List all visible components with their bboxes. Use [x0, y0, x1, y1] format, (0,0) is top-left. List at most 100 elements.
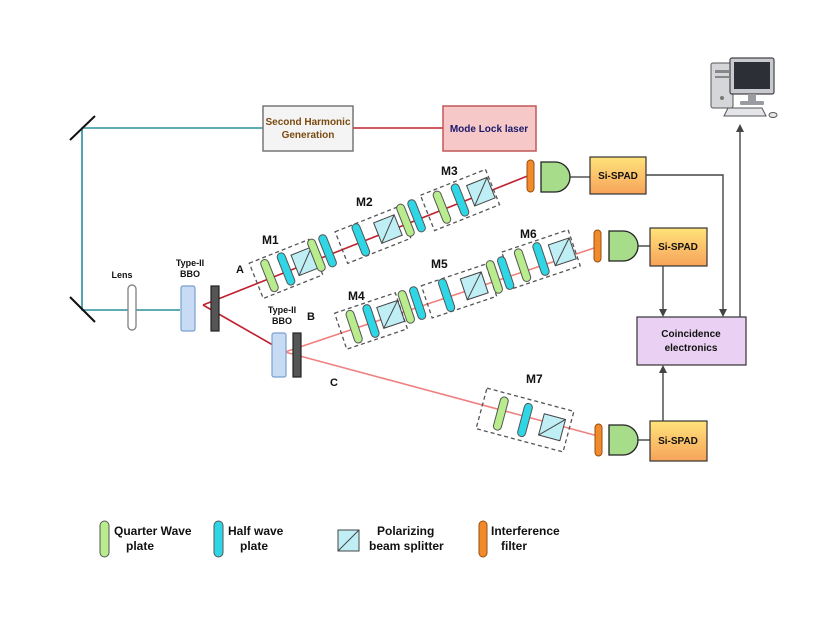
spad-label-1: Si-SPAD	[598, 171, 638, 182]
legend-hwp-icon	[213, 520, 224, 558]
interference-filter	[593, 229, 602, 263]
half-wave-plate	[409, 286, 427, 320]
waveplate-pair	[485, 256, 515, 294]
legend-hwp-line2: plate	[240, 539, 269, 553]
waveplate-pair	[397, 286, 427, 324]
polarizing-beam-splitter	[373, 214, 403, 244]
bbo2-label-line2: BBO	[272, 316, 292, 326]
legend-filter-line2: filter	[501, 539, 528, 553]
waveplate-pair	[307, 234, 337, 272]
laser-box	[442, 105, 537, 152]
bbo2-label-line1: Type-II	[268, 305, 296, 315]
detector-icon	[608, 230, 639, 262]
half-wave-plate	[517, 402, 533, 438]
waveplate-pair	[396, 199, 426, 237]
module-label-m2: M2	[356, 195, 373, 209]
polarizing-beam-splitter	[465, 176, 496, 207]
module-label-m6: M6	[520, 227, 537, 241]
shg-box	[262, 105, 354, 152]
legend-qwp-line2: plate	[126, 539, 155, 553]
polarizing-beam-splitter	[537, 413, 567, 442]
polarizing-beam-splitter	[459, 271, 489, 301]
optics-module-m6	[500, 229, 582, 289]
quarter-wave-plate	[396, 203, 415, 237]
module-label-m7: M7	[526, 372, 543, 386]
half-wave-plate	[276, 252, 296, 286]
module-frame	[419, 168, 501, 232]
mirror-icon	[69, 296, 96, 323]
detector-icon	[608, 424, 639, 456]
lens-label: Lens	[111, 270, 132, 280]
polarizing-beam-splitter	[376, 299, 406, 329]
legend-hwp-line1: Half wave	[228, 524, 284, 538]
coincidence-box	[636, 316, 747, 366]
legend-pbs-line1: Polarizing	[377, 524, 435, 538]
half-wave-plate	[532, 242, 550, 276]
interference-filter	[594, 423, 603, 457]
optics-module-m2	[334, 205, 412, 265]
spad-label-2: Si-SPAD	[658, 242, 698, 253]
legend-qwp: Quarter Wave plate	[114, 524, 192, 554]
module-label-m4: M4	[348, 289, 365, 303]
optics-module-m3	[419, 168, 501, 232]
polarizing-beam-splitter	[547, 237, 577, 267]
quarter-wave-plate	[492, 396, 509, 431]
half-wave-plate	[497, 256, 515, 290]
path-b-label: B	[307, 311, 315, 323]
quarter-wave-plate	[307, 238, 326, 272]
legend-filter-icon	[478, 520, 488, 558]
quarter-wave-plate	[260, 258, 279, 293]
spad-box-3	[649, 420, 708, 462]
optics-module-m4	[333, 291, 409, 351]
shg-label-line2: Generation	[282, 130, 335, 141]
quarter-wave-plate	[397, 290, 415, 324]
quarter-wave-plate	[432, 190, 452, 224]
computer-icon	[710, 57, 778, 118]
bbo-compensator-2	[292, 332, 302, 378]
legend-pbs-line2: beam splitter	[369, 539, 444, 553]
legend-pbs-icon	[337, 529, 360, 552]
path-c-label: C	[330, 377, 338, 389]
bbo1-label-line1: Type-II	[176, 258, 204, 268]
module-frame	[333, 291, 409, 351]
legend-qwp-icon	[99, 520, 110, 558]
mirror-icon	[69, 115, 96, 141]
optics-module-m7	[475, 387, 575, 453]
optics-module-m5	[420, 263, 498, 319]
half-wave-plate	[351, 223, 371, 257]
lens	[127, 284, 137, 331]
quarter-wave-plate	[513, 248, 532, 283]
legend-qwp-line1: Quarter Wave	[114, 524, 192, 538]
legend-pbs: Polarizing beam splitter	[369, 524, 444, 554]
legend-hwp: Half wave plate	[228, 524, 283, 554]
spad-label-3: Si-SPAD	[658, 436, 698, 447]
module-label-m5: M5	[431, 257, 448, 271]
module-frame	[475, 387, 575, 453]
interference-filter	[526, 159, 535, 193]
bbo-crystal-2	[271, 332, 287, 378]
quarter-wave-plate	[345, 309, 363, 344]
laser-label: Mode Lock laser	[450, 124, 528, 135]
pump-beam	[81, 127, 263, 311]
half-wave-plate	[450, 183, 470, 217]
shg-label-line1: Second Harmonic	[265, 117, 350, 128]
half-wave-plate	[407, 199, 426, 233]
bbo1-label-line2: BBO	[180, 269, 200, 279]
path-a-label: A	[236, 264, 244, 276]
half-wave-plate	[318, 234, 337, 268]
coincidence-label-line1: Coincidence	[661, 329, 721, 340]
signal-arrow-spad1	[646, 174, 727, 317]
bbo-compensator-1	[210, 285, 220, 332]
module-label-m3: M3	[441, 164, 458, 178]
legend-filter-line1: Interference	[491, 524, 560, 538]
spad-box-2	[649, 227, 708, 267]
bbo-crystal-1	[180, 285, 196, 332]
coincidence-label-line2: electronics	[665, 343, 718, 354]
module-label-m1: M1	[262, 233, 279, 247]
half-wave-plate	[362, 304, 380, 338]
detector-icon	[540, 161, 571, 193]
legend-filter: Interference filter	[491, 524, 560, 554]
quarter-wave-plate	[485, 260, 503, 294]
half-wave-plate	[437, 278, 456, 312]
